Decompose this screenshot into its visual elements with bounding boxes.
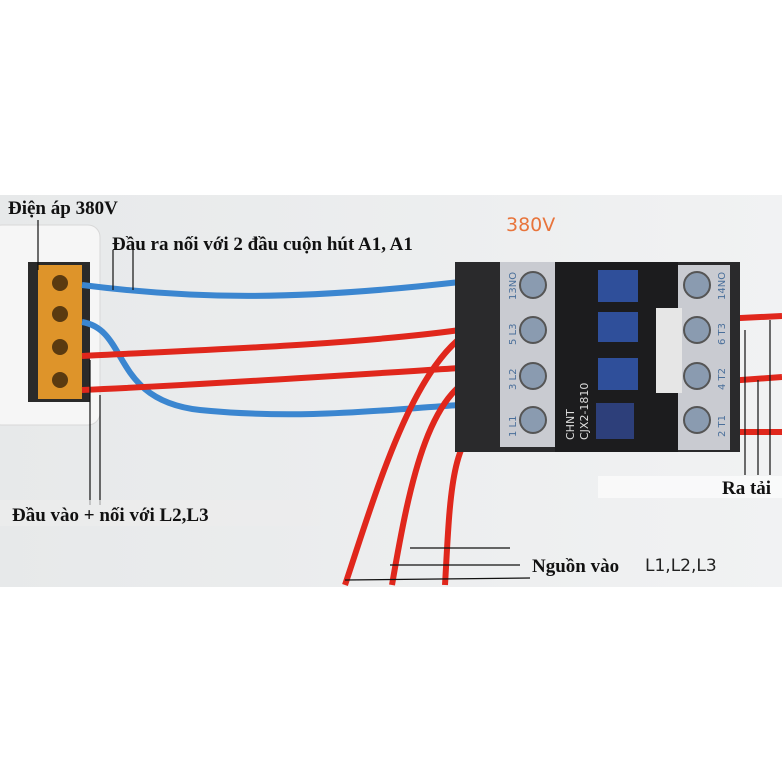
contactor-model: CJX2-1810 bbox=[578, 383, 591, 440]
label-voltage-badge: 380V bbox=[506, 214, 555, 236]
leader-lines bbox=[37, 220, 771, 581]
blue-wires bbox=[81, 279, 461, 418]
label-input-connect: Đầu vào + nối với L2,L3 bbox=[12, 505, 209, 526]
label-voltage-input: Điện áp 380V bbox=[8, 198, 118, 219]
terminal-4-t2: 4 T2 bbox=[717, 368, 728, 390]
terminal-2-t1: 2 T1 bbox=[717, 415, 728, 437]
terminal-3-l2: 3 L2 bbox=[508, 369, 519, 390]
terminal-6-t3: 6 T3 bbox=[717, 323, 728, 345]
label-load-out: Ra tải bbox=[722, 478, 771, 499]
relay-module bbox=[0, 224, 101, 426]
contactor: 13NO 5 L3 3 L2 1 L1 14NO 6 T3 4 T2 2 T1 … bbox=[455, 262, 740, 452]
contactor-button bbox=[598, 270, 638, 302]
label-output-coil: Đầu ra nối với 2 đầu cuộn hút A1, A1 bbox=[112, 234, 413, 255]
label-power-in: Nguồn vào bbox=[532, 556, 619, 577]
terminal-14no: 14NO bbox=[717, 272, 728, 300]
terminal-13no: 13NO bbox=[508, 272, 519, 300]
contactor-brand: CHNT bbox=[564, 409, 577, 440]
label-power-lines: L1,L2,L3 bbox=[645, 556, 717, 576]
terminal-1-l1: 1 L1 bbox=[508, 416, 519, 437]
terminal-5-l3: 5 L3 bbox=[508, 324, 519, 345]
